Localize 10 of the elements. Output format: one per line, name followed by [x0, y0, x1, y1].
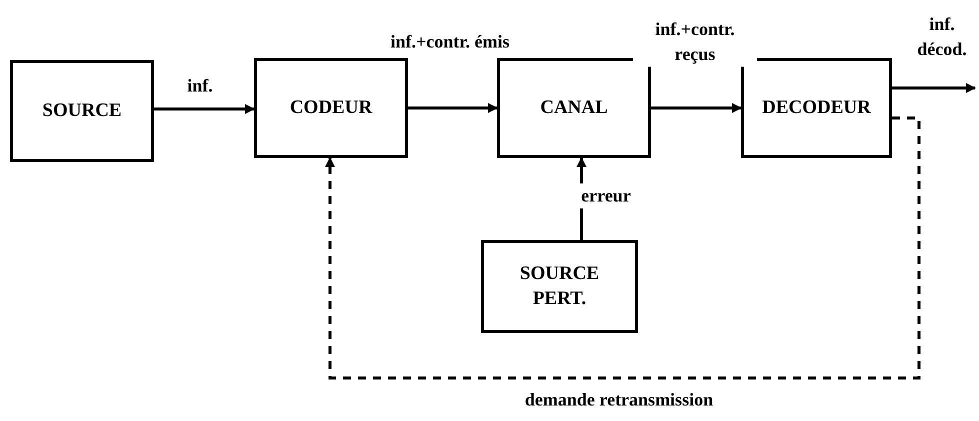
process-box: CANAL — [497, 58, 651, 158]
arrow — [325, 116, 920, 380]
arrow — [154, 104, 255, 114]
process-box: CODEUR — [254, 58, 408, 158]
process-box: SOURCE PERT. — [481, 240, 638, 333]
process-box: DECODEUR — [741, 58, 892, 158]
arrow — [651, 103, 742, 113]
arrow — [408, 103, 498, 113]
arrow — [892, 83, 976, 93]
process-box: SOURCE — [10, 60, 154, 162]
